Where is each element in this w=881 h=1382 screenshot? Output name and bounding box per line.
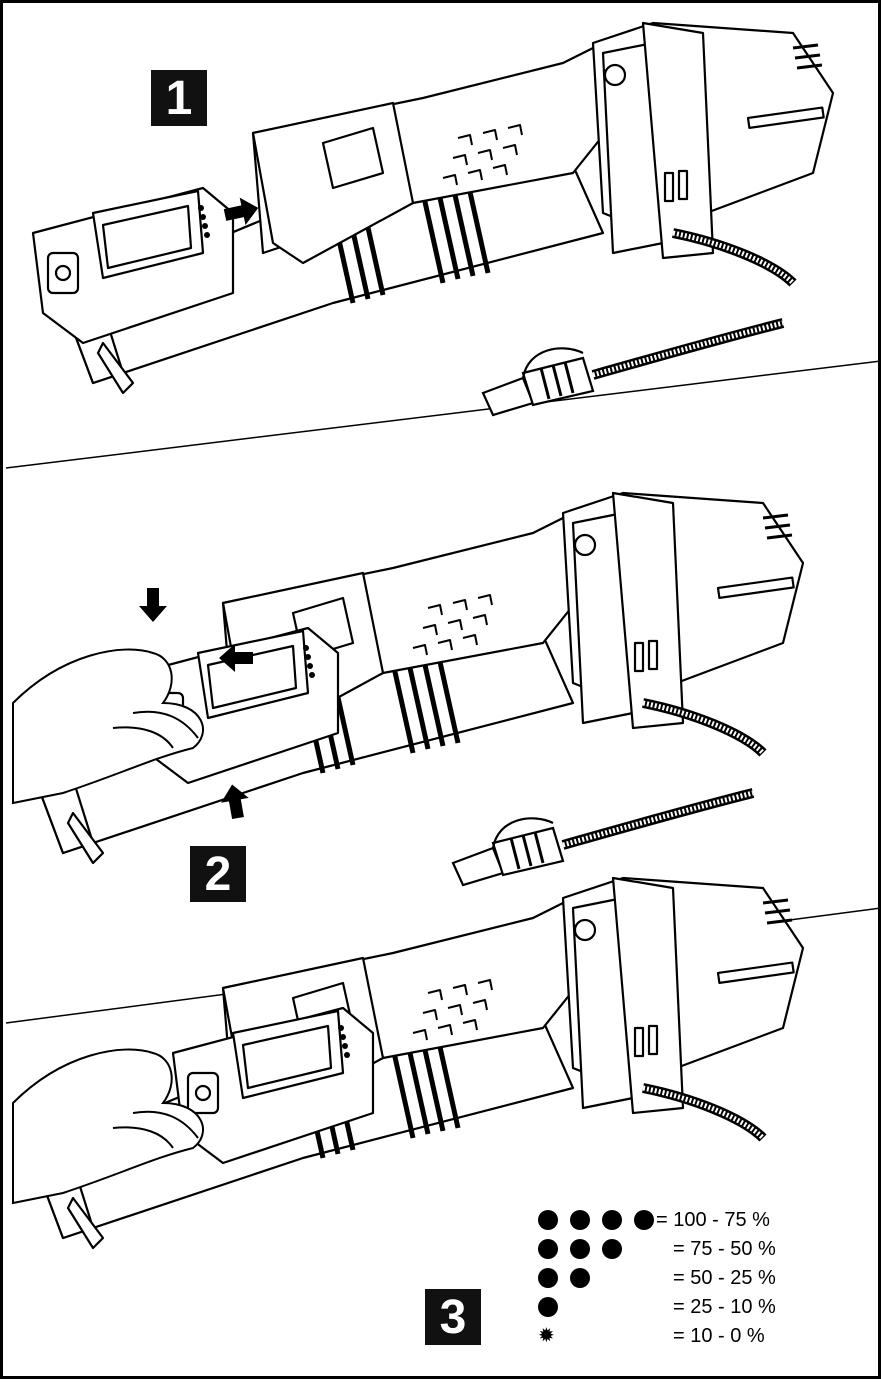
led-dot-icon bbox=[538, 1297, 558, 1317]
panel-divider-line bbox=[5, 360, 881, 469]
legend-row: ✹ = 10 - 0 % bbox=[538, 1323, 838, 1352]
legend-range: = 100 - 75 % bbox=[656, 1209, 770, 1231]
led-dot-icon bbox=[634, 1210, 654, 1230]
led-dot-icon bbox=[570, 1239, 590, 1259]
led-dot-icon bbox=[602, 1239, 622, 1259]
coupler-icon bbox=[453, 793, 753, 885]
flashing-led-icon: ✹ bbox=[538, 1325, 555, 1347]
legend-range: = 50 - 25 % bbox=[673, 1267, 776, 1289]
led-dot-icon bbox=[538, 1268, 558, 1288]
led-dots bbox=[538, 1297, 666, 1319]
led-dot-icon bbox=[570, 1268, 590, 1288]
step-badge-2: 2 bbox=[190, 846, 246, 902]
led-dot-icon bbox=[602, 1210, 622, 1230]
step-number: 3 bbox=[439, 1290, 467, 1344]
arrow-icon bbox=[139, 588, 167, 622]
legend-row: = 25 - 10 % bbox=[538, 1294, 838, 1323]
illustration-canvas bbox=[5, 3, 881, 1382]
led-dots bbox=[538, 1239, 666, 1261]
legend-range: = 75 - 50 % bbox=[673, 1238, 776, 1260]
led-dots: ✹ bbox=[538, 1325, 666, 1348]
step-badge-3: 3 bbox=[425, 1289, 481, 1345]
legend-row: = 100 - 75 % bbox=[538, 1207, 838, 1236]
led-dots bbox=[538, 1210, 666, 1232]
led-dot-icon bbox=[538, 1239, 558, 1259]
legend-row: = 50 - 25 % bbox=[538, 1265, 838, 1294]
led-dot-icon bbox=[538, 1210, 558, 1230]
led-dot-icon bbox=[570, 1210, 590, 1230]
battery-level-legend: = 100 - 75 % = 75 - 50 % = 50 - 25 % = 2… bbox=[538, 1207, 838, 1352]
led-dots bbox=[538, 1268, 666, 1290]
step-badge-1: 1 bbox=[151, 70, 207, 126]
step-number: 1 bbox=[165, 71, 193, 125]
legend-row: = 75 - 50 % bbox=[538, 1236, 838, 1265]
step-number: 2 bbox=[204, 847, 232, 901]
legend-range: = 25 - 10 % bbox=[673, 1296, 776, 1318]
legend-range: = 10 - 0 % bbox=[673, 1325, 765, 1347]
coupler-icon bbox=[483, 323, 783, 415]
